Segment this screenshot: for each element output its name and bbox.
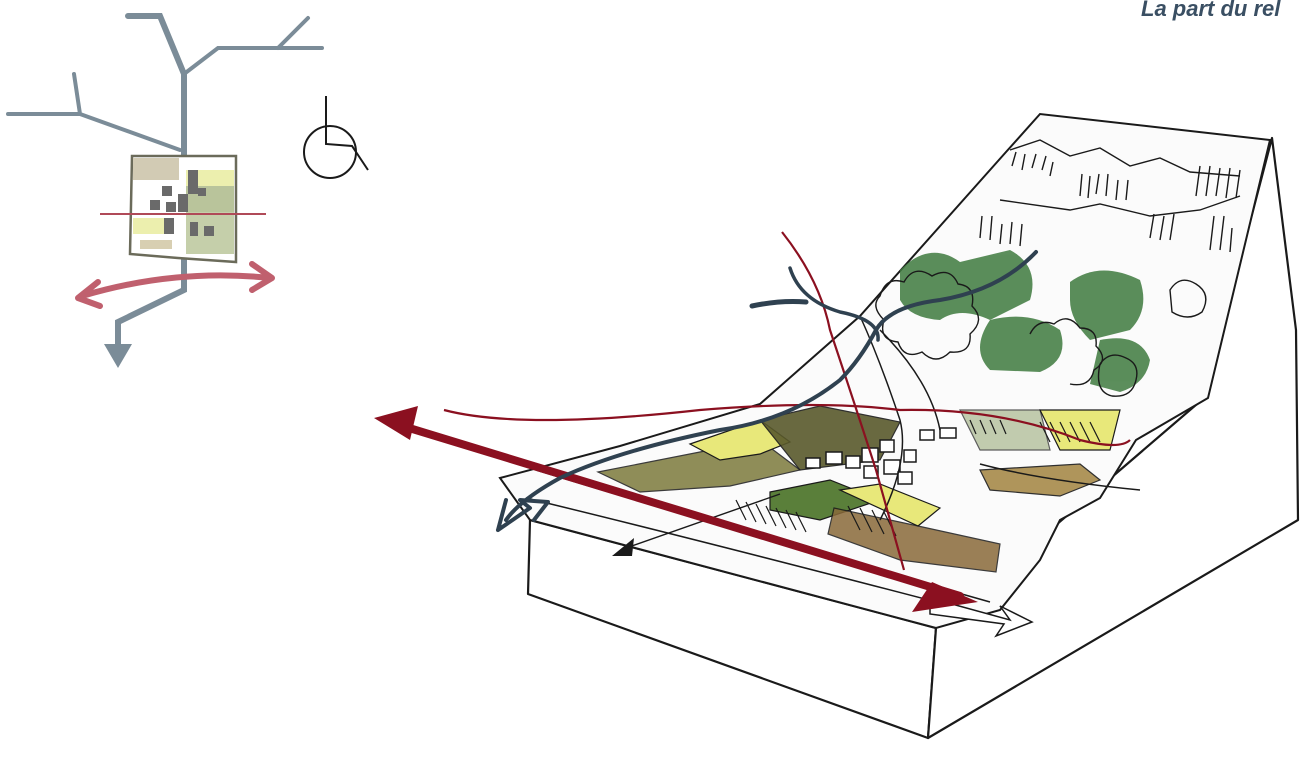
river-arrow-icon — [104, 344, 132, 368]
river-main-upper — [128, 16, 184, 74]
terrain-block-diagram — [374, 114, 1298, 738]
road-arrow-icon — [78, 264, 272, 306]
plan-field-beige-2 — [140, 240, 172, 249]
site-plan-diagram — [8, 16, 368, 368]
river-branch-right — [184, 18, 322, 74]
road-arrowhead-left-icon — [374, 406, 418, 440]
river-branch-left — [8, 74, 180, 150]
river-blue-source — [752, 302, 806, 307]
village-plan — [100, 156, 266, 262]
north-arrow-icon — [304, 96, 368, 178]
plan-field-beige — [133, 158, 179, 180]
header-title: La part du rel — [1141, 0, 1280, 22]
